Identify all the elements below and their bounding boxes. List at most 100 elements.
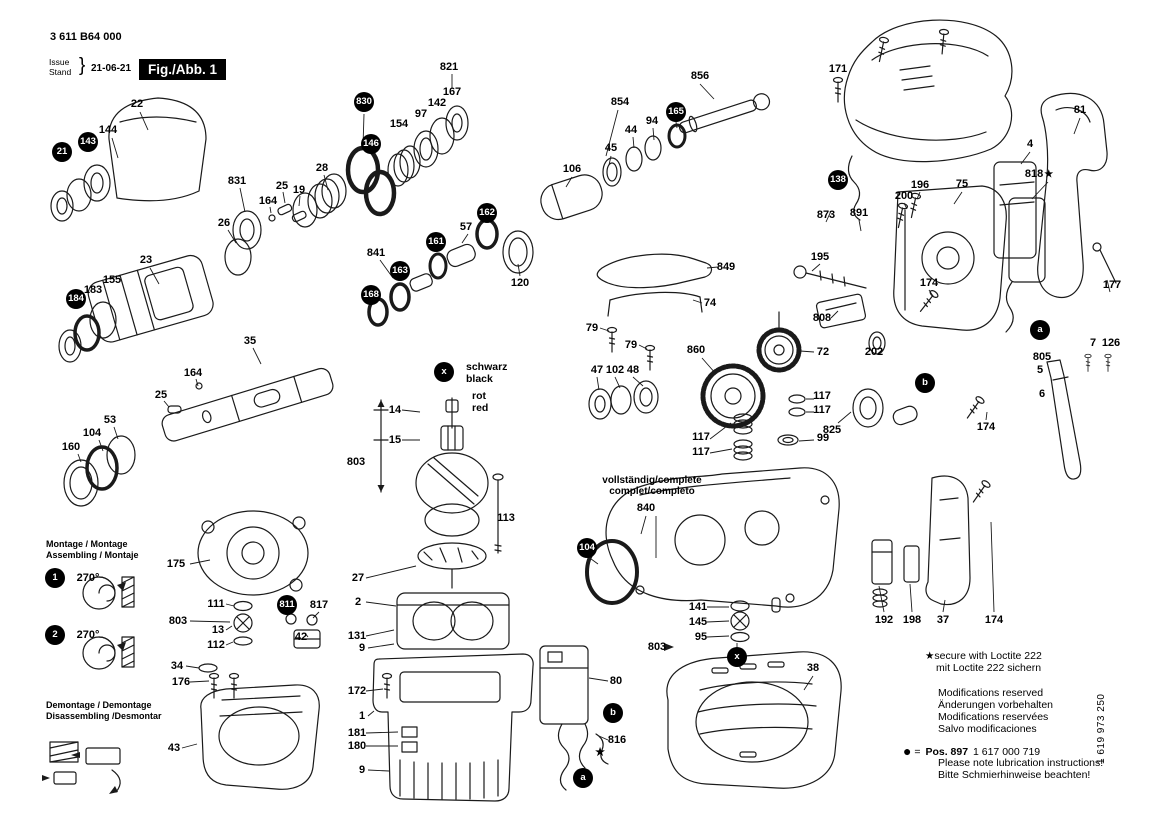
part-callout-162: 162 [477, 203, 497, 223]
part-callout-53: 53 [103, 414, 117, 426]
part-callout-120: 120 [510, 277, 530, 289]
part-callout-4: 4 [1026, 138, 1034, 150]
part-callout-202: 202 [864, 346, 884, 358]
part-callout-174: 174 [984, 614, 1004, 626]
part-callout-2: 2 [45, 625, 65, 645]
part-callout-19: 19 [292, 184, 306, 196]
part-callout-99: 99 [816, 432, 830, 444]
part-callout-840: 840 [636, 502, 656, 514]
part-callout-174: 174 [976, 421, 996, 433]
part-callout-a: a [573, 768, 593, 788]
part-callout-143: 143 [78, 132, 98, 152]
part-callout-37: 37 [936, 614, 950, 626]
part-callout-25: 25 [154, 389, 168, 401]
lubrication-instructions: Please note lubrication instructions! Bi… [938, 757, 1104, 781]
part-callout-95: 95 [694, 631, 708, 643]
part-callout-817: 817 [309, 599, 329, 611]
part-callout-72: 72 [816, 346, 830, 358]
part-callout-172: 172 [347, 685, 367, 697]
part-callout-22: 22 [130, 98, 144, 110]
part-callout-21: 21 [52, 142, 72, 162]
part-callout-111: 111 [207, 598, 225, 610]
part-callout-821: 821 [439, 61, 459, 73]
part-callout-811: 811 [277, 595, 297, 615]
part-callout-79: 79 [585, 322, 599, 334]
part-callout-80: 80 [609, 675, 623, 687]
part-callout-117: 117 [813, 404, 831, 416]
part-callout-270°: 270° [76, 572, 100, 584]
part-callout-816: 816 [607, 734, 627, 746]
part-callout-44: 44 [624, 124, 638, 136]
part-callout-57: 57 [459, 221, 473, 233]
part-callout-164: 164 [258, 195, 278, 207]
part-callout-825: 825 [822, 424, 842, 436]
part-callout-818: 818★ [1024, 168, 1054, 180]
part-callout-102: 102 [605, 364, 625, 376]
part-callout-167: 167 [442, 86, 462, 98]
part-callout-106: 106 [562, 163, 582, 175]
part-callout-146: 146 [361, 134, 381, 154]
part-callout-854: 854 [610, 96, 630, 108]
part-callout-48: 48 [626, 364, 640, 376]
part-callout-270°: 270° [76, 629, 100, 641]
part-callout-145: 145 [688, 616, 708, 628]
part-callout-47: 47 [590, 364, 604, 376]
part-callout-45: 45 [604, 142, 618, 154]
part-callout-b: b [915, 373, 935, 393]
part-callout-★: ★ [595, 746, 605, 759]
part-callout-81: 81 [1073, 104, 1087, 116]
part-callout-117: 117 [813, 390, 831, 402]
part-callout-117: 117 [692, 431, 710, 443]
part-callout-9: 9 [358, 764, 366, 776]
part-callout-873: 873 [816, 209, 836, 221]
part-callout-43: 43 [167, 742, 181, 754]
part-callout-196: 196 [910, 179, 930, 191]
part-callout-174: 174 [919, 277, 939, 289]
part-callout-117: 117 [692, 446, 710, 458]
part-callout-192: 192 [874, 614, 894, 626]
part-callout-1: 1 [358, 710, 366, 722]
part-callout-803: 803 [647, 641, 667, 653]
part-callout-803: 803 [346, 456, 366, 468]
part-callout-171: 171 [828, 63, 848, 75]
modifications-note: Modifications reserved Änderungen vorbeh… [938, 687, 1054, 735]
part-callout-856: 856 [690, 70, 710, 82]
part-callout-113: 113 [497, 512, 515, 524]
part-callout-74: 74 [703, 297, 717, 309]
part-callout-144: 144 [98, 124, 118, 136]
part-callout-841: 841 [366, 247, 386, 259]
part-callout-138: 138 [828, 170, 848, 190]
part-callout-183: 183 [83, 284, 103, 296]
part-callout-805: 805 [1032, 351, 1052, 363]
part-callout-a: a [1030, 320, 1050, 340]
part-callout-163: 163 [390, 261, 410, 281]
part-callout-195: 195 [810, 251, 830, 263]
part-callout-860: 860 [686, 344, 706, 356]
part-callout-14: 14 [388, 404, 402, 416]
part-callout-180: 180 [347, 740, 367, 752]
issue-date: 21-06-21 [91, 63, 132, 74]
part-callout-104: 104 [82, 427, 102, 439]
part-callout-6: 6 [1038, 388, 1046, 400]
part-callout-164: 164 [183, 367, 203, 379]
part-callout-5: 5 [1036, 364, 1044, 376]
issue-brace: } [79, 55, 86, 76]
star-icon: ★ [1044, 169, 1054, 180]
part-callout-131: 131 [347, 630, 367, 642]
part-callout-26: 26 [217, 217, 231, 229]
part-number: 3 611 B64 000 [50, 31, 122, 43]
part-callout-28: 28 [315, 162, 329, 174]
part-callout-160: 160 [61, 441, 81, 453]
part-callout-165: 165 [666, 102, 686, 122]
part-callout-142: 142 [427, 97, 447, 109]
part-callout-154: 154 [389, 118, 409, 130]
part-callout-184: 184 [66, 289, 86, 309]
lubrication-pos-note: ● = Pos. 897 1 617 000 719 [903, 743, 1041, 759]
part-callout-42: 42 [294, 631, 308, 643]
part-callout-126: 126 [1101, 337, 1121, 349]
